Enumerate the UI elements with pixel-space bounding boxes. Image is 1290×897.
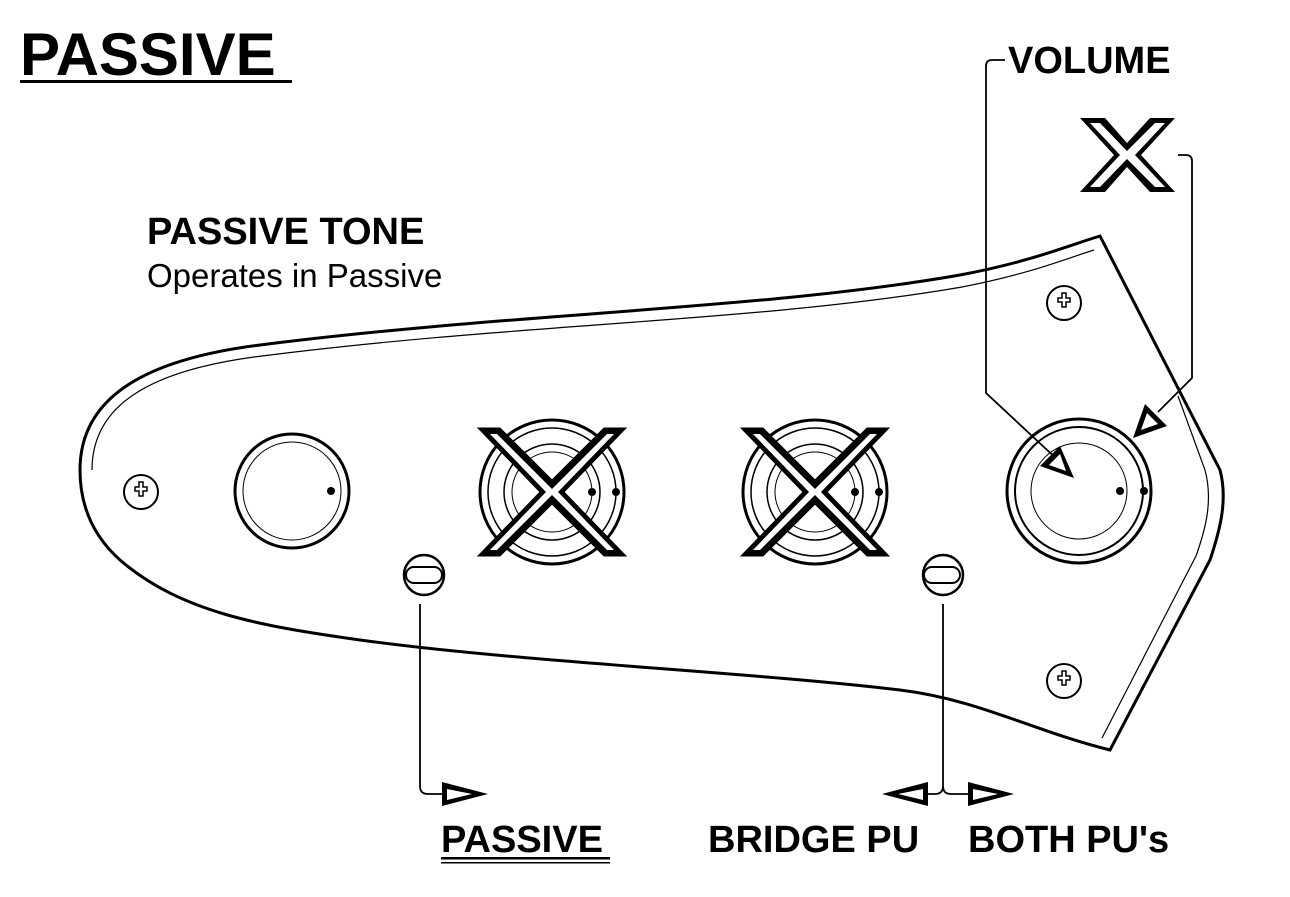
volume-knob[interactable] <box>1005 417 1153 565</box>
switch-left-label: PASSIVE <box>441 819 603 861</box>
arrow-right-icon <box>442 782 488 806</box>
screw-icon <box>1046 285 1082 321</box>
plate-bevel-line <box>1101 395 1210 739</box>
disabled-x-icon <box>739 427 891 557</box>
passive-tone-label: PASSIVE TONE <box>147 211 424 253</box>
switch-right-label-bridge: BRIDGE PU <box>708 819 919 861</box>
volume-x-leader-line <box>1157 154 1193 413</box>
left-switch-leader-line <box>419 604 442 795</box>
switch-right-label-both: BOTH PU's <box>968 819 1169 861</box>
arrow-head-inner <box>1049 454 1066 471</box>
screw-icon <box>123 474 159 510</box>
screw-icon <box>1046 663 1082 699</box>
volume-leader-line <box>985 59 1061 463</box>
disabled-x-icon <box>476 427 628 557</box>
control-plate-inner-edge <box>91 249 1095 471</box>
page-title: PASSIVE <box>20 21 276 88</box>
right-switch-leader-line <box>928 604 968 795</box>
disabled-x-icon <box>1080 118 1175 192</box>
control-plate-outline <box>78 234 1225 752</box>
arrow-right-icon <box>968 782 1014 806</box>
title-underline <box>20 80 292 83</box>
passive-tone-knob[interactable] <box>233 432 351 550</box>
volume-label: VOLUME <box>1008 40 1171 82</box>
passive-tone-sublabel: Operates in Passive <box>147 257 442 294</box>
toggle-switch-left[interactable] <box>402 553 446 597</box>
arrow-left-icon <box>882 782 928 806</box>
toggle-switch-right[interactable] <box>921 553 965 597</box>
arrow-head-inner <box>1141 413 1158 430</box>
switch-left-underline <box>441 857 610 860</box>
switch-left-underline-2 <box>441 862 610 864</box>
